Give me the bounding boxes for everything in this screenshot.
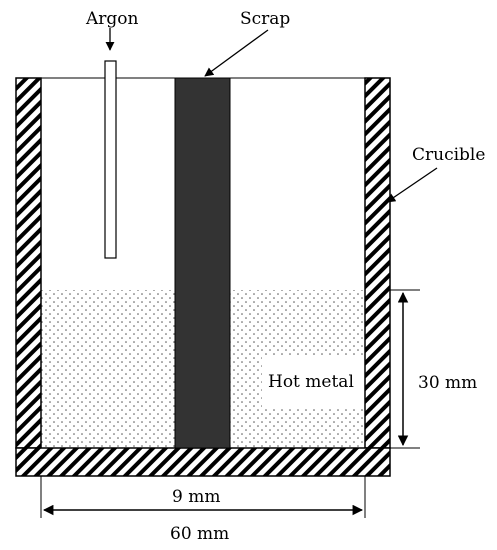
crucible-bottom: [15, 447, 391, 477]
hot-metal-label-box: [262, 356, 364, 408]
crucible-width-label: 60 mm: [170, 524, 229, 544]
height-dimension-label: 30 mm: [418, 373, 477, 393]
crucible-label: Crucible: [412, 145, 485, 165]
argon-label: Argon: [85, 9, 139, 29]
hot-metal-label: Hot metal: [268, 372, 354, 392]
crucible-right-wall: [364, 77, 391, 449]
crucible-arrow: [386, 167, 438, 203]
scrap-bar: [174, 77, 231, 449]
scrap-width-label: 9 mm: [172, 487, 220, 507]
scrap-label: Scrap: [240, 9, 290, 29]
scrap-arrow: [204, 29, 269, 77]
argon-lance: [104, 60, 117, 259]
crucible-left-wall: [15, 77, 42, 449]
